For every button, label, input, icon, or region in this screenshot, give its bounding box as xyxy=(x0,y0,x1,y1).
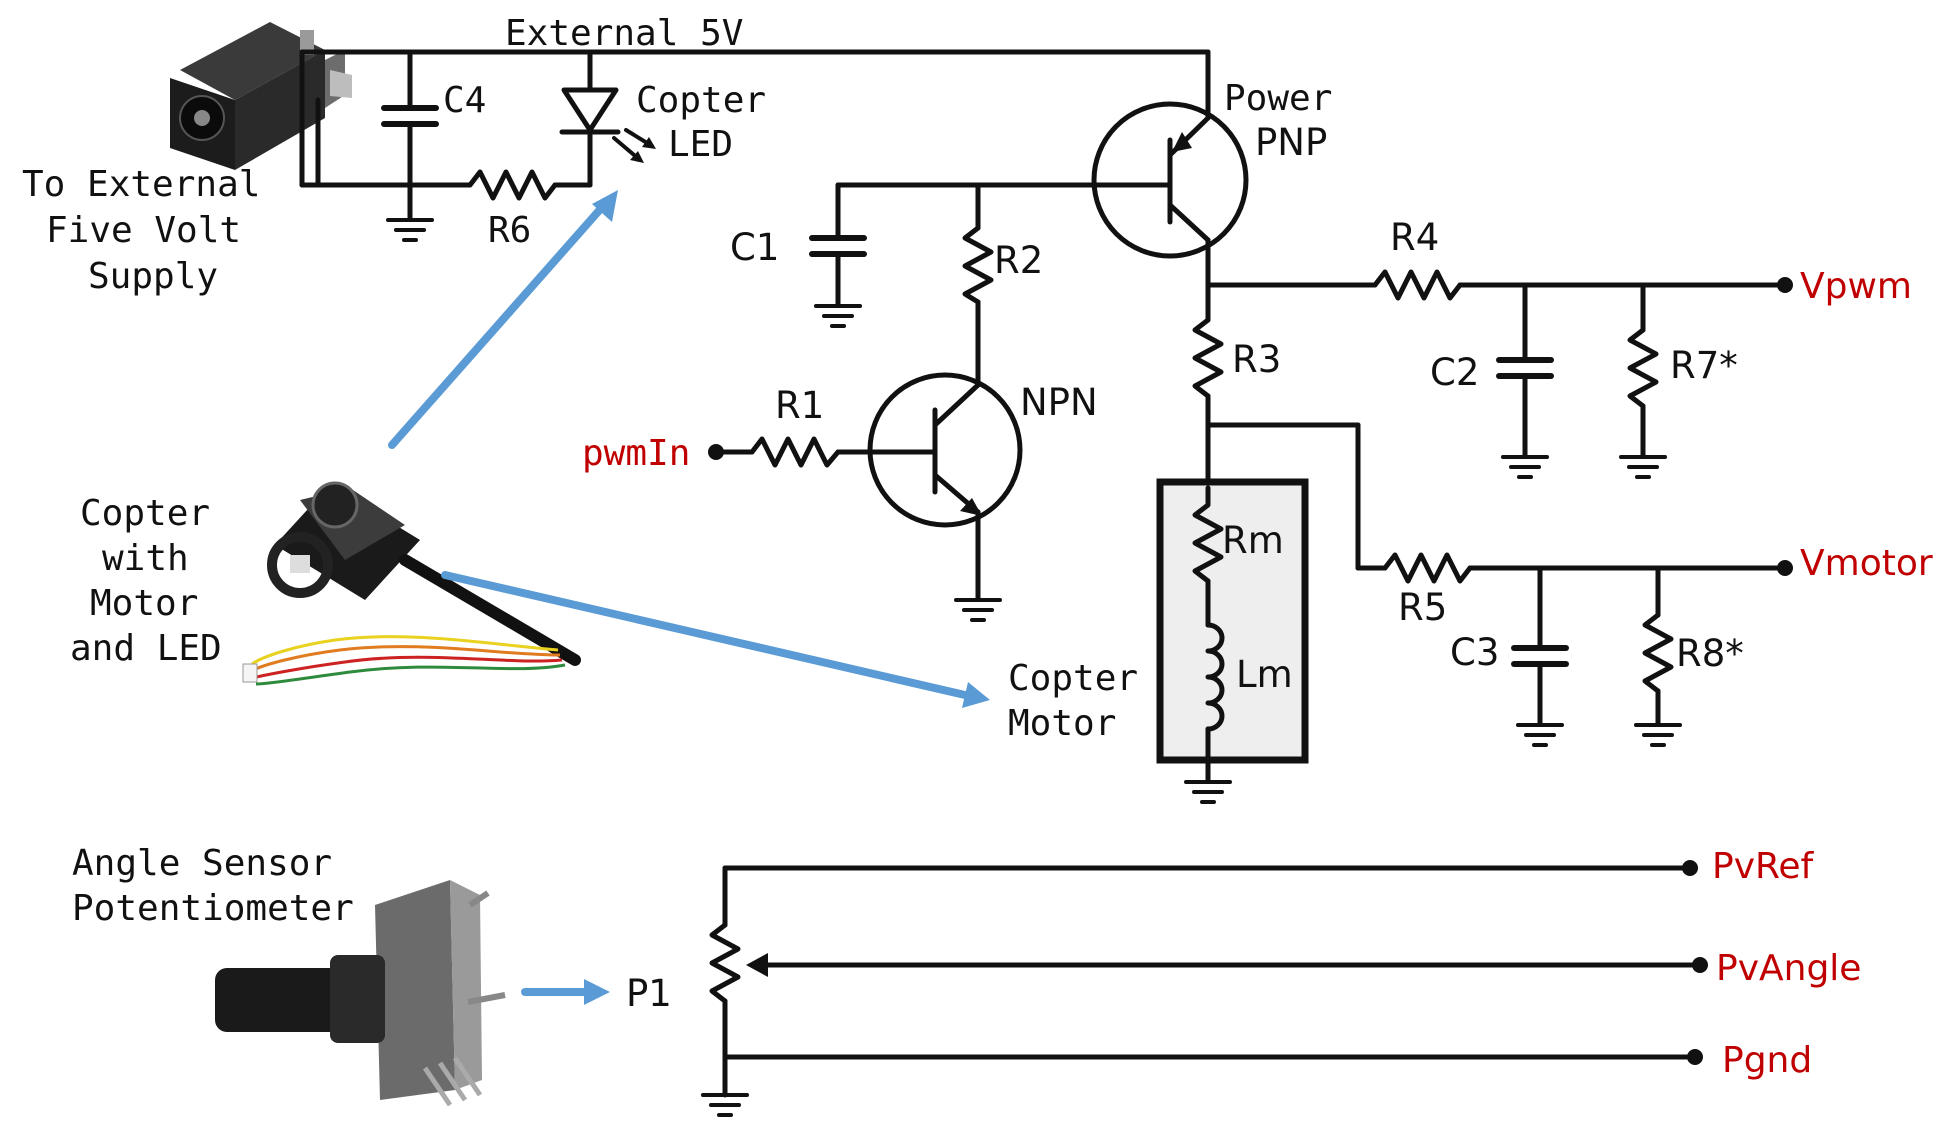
label-angle-sensor-line2: Potentiometer xyxy=(72,888,354,929)
signal-vmotor: Vmotor xyxy=(1800,543,1933,584)
label-r5: R5 xyxy=(1398,586,1447,629)
label-power-pnp-line2: PNP xyxy=(1255,121,1327,164)
dc-barrel-jack-icon xyxy=(170,22,352,170)
motor-box xyxy=(1156,478,1309,804)
label-c2: C2 xyxy=(1430,351,1479,394)
label-copter-motor-line2: Motor xyxy=(1008,703,1116,744)
label-external-5v: External 5V xyxy=(505,13,743,54)
copter-motor-icon xyxy=(242,481,581,686)
label-c4: C4 xyxy=(443,80,486,121)
label-copter-led-line1: Copter xyxy=(636,80,766,121)
label-copter-motor-line1: Copter xyxy=(1008,658,1138,699)
label-r2: R2 xyxy=(994,239,1043,282)
label-angle-sensor-line1: Angle Sensor xyxy=(72,843,332,884)
label-r7: R7* xyxy=(1670,344,1738,387)
potentiometer-photo-icon xyxy=(215,880,506,1107)
pointer-arrows xyxy=(388,190,990,1005)
label-r6: R6 xyxy=(488,210,531,251)
pnp-transistor xyxy=(835,49,1249,323)
potentiometer-circuit xyxy=(701,860,1708,1117)
label-r8: R8* xyxy=(1676,632,1744,675)
label-copter-with-line2: with xyxy=(102,538,189,579)
label-supply-line2: Five Volt xyxy=(46,210,241,251)
signal-pwmin: pwmIn xyxy=(582,433,690,474)
signal-vpwm: Vpwm xyxy=(1800,266,1912,307)
base-network xyxy=(809,182,994,388)
output-network-vpwm xyxy=(1192,269,1793,491)
label-npn: NPN xyxy=(1020,381,1098,424)
label-r4: R4 xyxy=(1390,216,1439,259)
label-r1: R1 xyxy=(775,384,824,427)
label-power-pnp-line1: Power xyxy=(1224,78,1332,119)
label-lm: Lm xyxy=(1236,653,1293,696)
output-network-vmotor xyxy=(1205,422,1793,747)
signal-pgnd: Pgnd xyxy=(1722,1040,1812,1081)
label-p1: P1 xyxy=(626,972,672,1015)
label-supply-line1: To External xyxy=(22,164,260,205)
label-r3: R3 xyxy=(1232,338,1281,381)
signal-pvangle: PvAngle xyxy=(1716,948,1861,989)
label-copter-with-line4: and LED xyxy=(70,628,222,669)
signal-pvref: PvRef xyxy=(1712,846,1815,887)
supply-network xyxy=(299,49,1211,242)
label-copter-with-line1: Copter xyxy=(80,493,210,534)
label-supply-line3: Supply xyxy=(88,256,218,297)
label-c1: C1 xyxy=(730,226,779,269)
label-copter-with-line3: Motor xyxy=(90,583,198,624)
label-c3: C3 xyxy=(1450,631,1499,674)
label-rm: Rm xyxy=(1222,519,1284,562)
npn-transistor xyxy=(708,372,1023,622)
label-copter-led-line2: LED xyxy=(668,124,733,165)
